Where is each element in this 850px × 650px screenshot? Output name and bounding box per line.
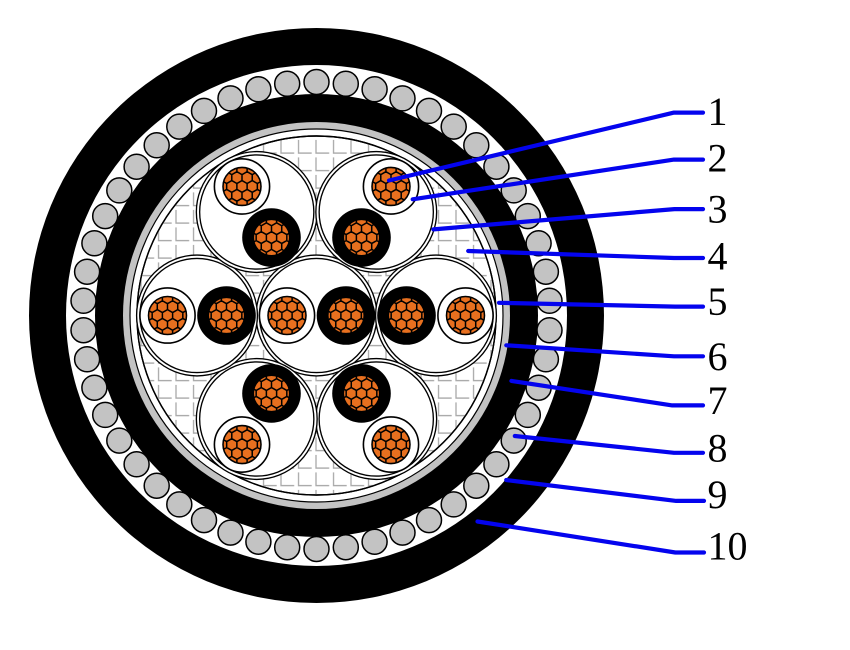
- svg-text:8: 8: [708, 426, 728, 471]
- svg-text:10: 10: [708, 523, 748, 568]
- svg-text:6: 6: [708, 334, 728, 379]
- svg-text:9: 9: [708, 472, 728, 517]
- svg-text:4: 4: [708, 234, 728, 279]
- svg-text:3: 3: [708, 186, 728, 231]
- svg-text:2: 2: [708, 136, 728, 181]
- svg-text:5: 5: [708, 279, 728, 324]
- svg-text:1: 1: [708, 89, 728, 134]
- svg-text:7: 7: [708, 378, 728, 423]
